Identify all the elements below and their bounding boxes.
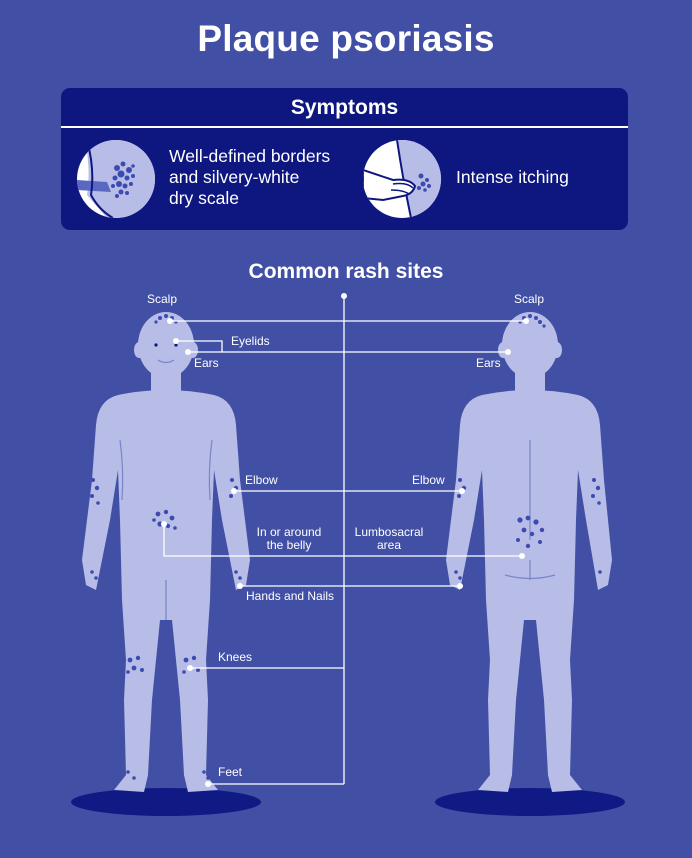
page-title: Plaque psoriasis [197, 18, 495, 59]
front-figure-shadow [71, 788, 261, 816]
label-back-elbow: Elbow [412, 473, 445, 487]
front-figure-details [119, 359, 213, 620]
label-front-knees: Knees [218, 650, 253, 664]
label-front-scalp: Scalp [147, 292, 178, 306]
label-front-feet: Feet [218, 765, 243, 779]
symptom-text-itching: Intense itching [456, 167, 569, 187]
label-front-belly: In or around the belly [256, 525, 322, 552]
label-back-lumbosacral: Lumbosacral area [354, 525, 424, 552]
label-front-ears: Ears [194, 356, 219, 370]
symptom-text-scale: Well-defined borders and silvery-white d… [169, 146, 331, 208]
connector-lines [163, 296, 526, 785]
back-figure-shadow [435, 788, 625, 816]
connector-dots [161, 293, 529, 787]
label-back-scalp: Scalp [514, 292, 545, 306]
skin-scale-icon [77, 140, 155, 218]
label-front-hands-nails: Hands and Nails [246, 589, 335, 603]
front-figure-eyes [154, 343, 178, 347]
symptoms-heading: Symptoms [290, 96, 399, 119]
back-figure-details [504, 440, 556, 580]
label-back-ears: Ears [476, 356, 501, 370]
itching-hand-icon [363, 140, 441, 218]
rash-patches [90, 314, 602, 780]
label-front-elbow: Elbow [245, 473, 278, 487]
label-front-eyelids: Eyelids [231, 334, 270, 348]
symptoms-divider [61, 126, 628, 128]
back-body-figure [446, 312, 612, 792]
symptoms-panel: Symptoms Well-defined borders and silver… [61, 88, 628, 230]
rash-sites-heading: Common rash sites [248, 260, 444, 283]
front-body-figure [82, 312, 250, 792]
